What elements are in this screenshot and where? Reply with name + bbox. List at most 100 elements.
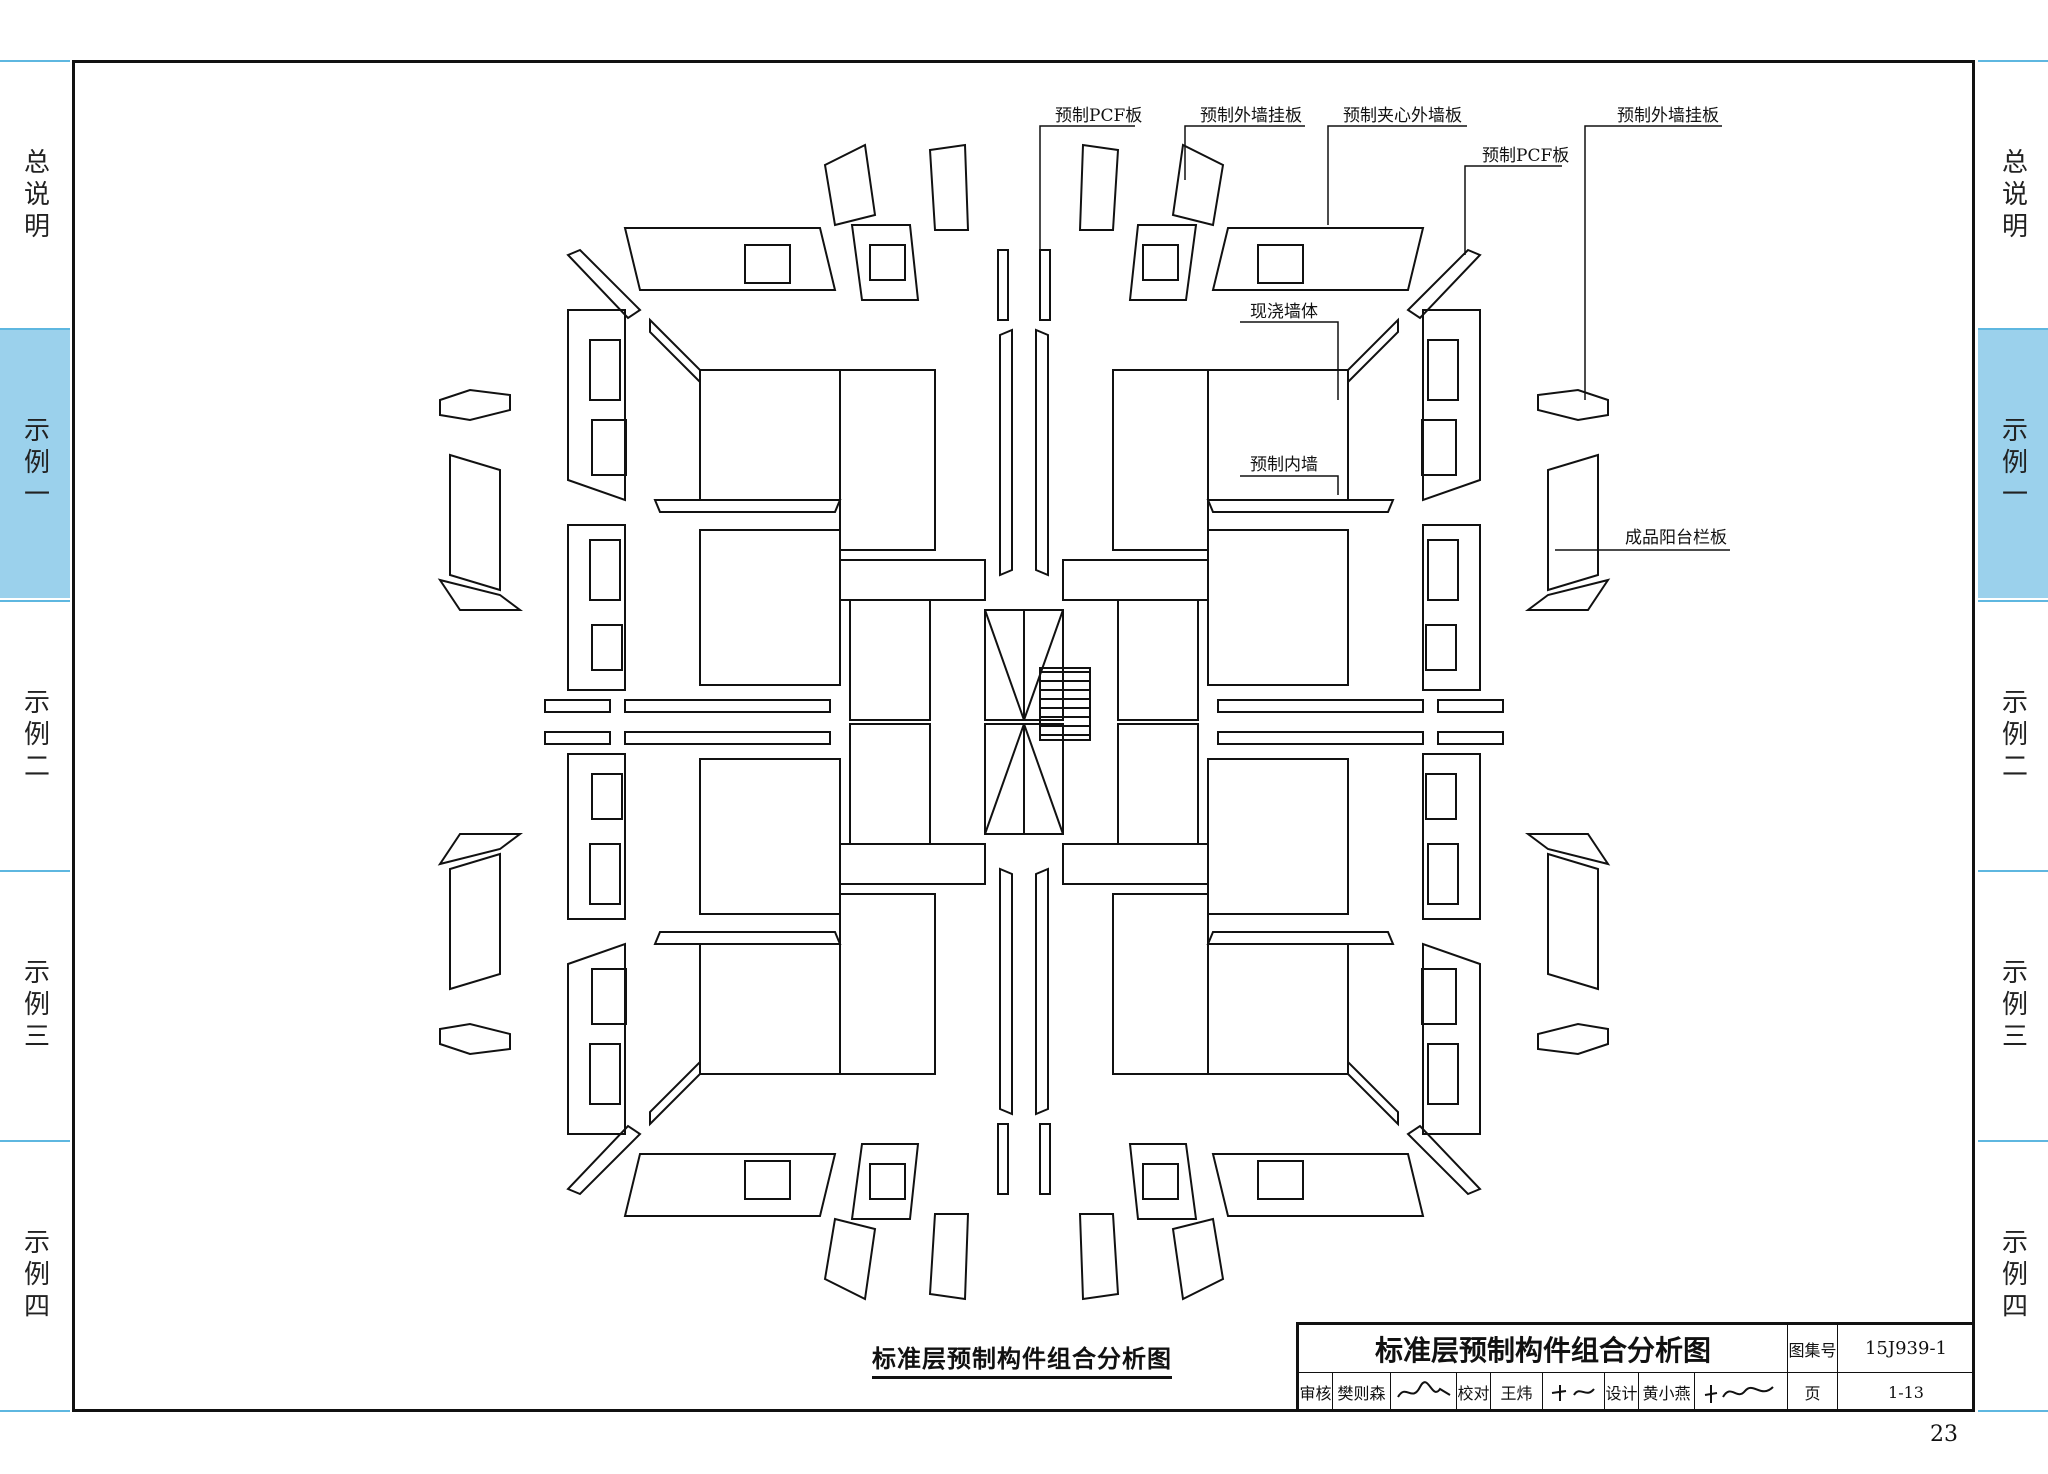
sandwich-wall-panel: [1211, 1153, 1425, 1217]
pcf-strip: [999, 867, 1013, 1116]
pcf-strip: [1217, 731, 1424, 745]
design-label: 设计: [1605, 1373, 1639, 1412]
pcf-strip: [997, 249, 1009, 321]
callout-cast-wall: 现浇墙体: [1250, 302, 1318, 322]
signature-mark: [1396, 1381, 1451, 1398]
elevator-cross: [984, 723, 1025, 835]
callout-pcf-top-left: 预制PCF板: [1055, 106, 1142, 126]
side-tab-1[interactable]: 总说明: [1978, 62, 2048, 330]
pcf-strip: [999, 328, 1013, 577]
pcf-strip: [1039, 1123, 1051, 1195]
side-tab-4[interactable]: 示例三: [0, 872, 70, 1140]
page-value: 1-13: [1838, 1373, 1975, 1412]
side-tab-5[interactable]: 示例四: [1978, 1142, 2048, 1410]
leader-ext-hang-left: [1184, 125, 1305, 180]
pcf-panel: [928, 1213, 970, 1301]
elevator-core: [1023, 723, 1064, 835]
balcony-rail: [439, 388, 511, 422]
title-block-title: 标准层预制构件组合分析图: [1299, 1325, 1788, 1373]
floor-plan-drawing: [437, 143, 1611, 1301]
elevator-cross: [984, 609, 1025, 721]
room-box: [1207, 758, 1349, 915]
exterior-wall-panel: [567, 524, 626, 691]
balcony-rail: [1547, 453, 1599, 592]
window: [1427, 1043, 1459, 1105]
room-box: [699, 369, 841, 501]
exterior-wall-panel: [567, 753, 626, 920]
side-tab-5[interactable]: 示例四: [0, 1142, 70, 1410]
room-box: [1207, 369, 1349, 501]
pcf-strip: [997, 1123, 1009, 1195]
side-tab-divider: [0, 328, 70, 330]
window: [1427, 843, 1459, 905]
leader-pcf-top-right: [1464, 165, 1562, 255]
exterior-hang-panel: [1128, 1143, 1198, 1220]
balcony-rail: [1525, 578, 1611, 611]
window: [1427, 539, 1459, 601]
balcony-rail: [439, 1022, 511, 1056]
leader-inner-wall: [1240, 475, 1339, 495]
balcony-rail: [449, 852, 501, 991]
window: [589, 843, 621, 905]
window: [1142, 244, 1179, 281]
leader-cast-wall: [1240, 321, 1339, 400]
floor-slab: [653, 931, 842, 945]
window: [869, 244, 906, 281]
side-tab-3[interactable]: 示例二: [1978, 602, 2048, 870]
page-label: 页: [1788, 1373, 1838, 1412]
side-tab-divider: [0, 600, 70, 602]
review-signature: [1391, 1373, 1457, 1412]
window: [1425, 624, 1457, 671]
signature-mark: [1551, 1385, 1595, 1401]
room-box: [849, 723, 931, 845]
leader-ext-hang-right: [1584, 125, 1722, 400]
pcf-panel: [823, 143, 877, 227]
callout-ext-hang-right: 预制外墙挂板: [1617, 106, 1719, 126]
balcony-rail: [437, 578, 523, 611]
side-tab-divider: [1978, 600, 2048, 602]
sandwich-wall-panel: [623, 227, 837, 291]
corridor: [839, 559, 986, 601]
side-tab-label: 示例四: [1997, 1228, 2028, 1324]
window: [591, 773, 623, 820]
side-tab-1[interactable]: 总说明: [0, 62, 70, 330]
pcf-strip: [1039, 249, 1051, 321]
sandwich-wall-panel: [623, 1153, 837, 1217]
pcf-panel: [1078, 143, 1120, 231]
pcf-panel: [566, 1124, 642, 1196]
room-box: [1207, 943, 1349, 1075]
design-signature: [1695, 1373, 1788, 1412]
corridor: [839, 843, 986, 885]
side-tab-divider: [0, 870, 70, 872]
side-tab-2[interactable]: 示例一: [0, 330, 70, 598]
balcony-rail: [437, 833, 523, 866]
atlas-number: 15J939-1: [1838, 1325, 1975, 1373]
balcony-rail: [1537, 388, 1609, 422]
pcf-panel: [928, 143, 970, 231]
window: [1427, 339, 1459, 401]
pcf-panel: [1171, 143, 1225, 227]
exterior-wall-panel: [1422, 309, 1481, 502]
side-tab-label: 总说明: [1997, 148, 2028, 244]
side-tab-label: 示例二: [1997, 688, 2028, 784]
pcf-strip: [624, 699, 831, 713]
side-tab-2[interactable]: 示例一: [1978, 330, 2048, 598]
room-box: [839, 893, 936, 1075]
side-tab-3[interactable]: 示例二: [0, 602, 70, 870]
window: [1257, 1160, 1304, 1200]
window: [1421, 968, 1457, 1025]
pcf-panel: [1406, 248, 1482, 320]
side-tab-4[interactable]: 示例三: [1978, 872, 2048, 1140]
signature-mark: [1704, 1385, 1774, 1403]
exterior-wall-panel: [567, 942, 626, 1135]
cast-wall: [1347, 317, 1399, 385]
window: [1425, 773, 1457, 820]
callout-pcf-top-right: 预制PCF板: [1482, 146, 1569, 166]
side-tab-label: 总说明: [19, 148, 50, 244]
side-tab-divider: [0, 1410, 70, 1412]
side-tab-divider: [1978, 328, 2048, 330]
side-tab-divider: [1978, 1410, 2048, 1412]
window: [589, 539, 621, 601]
exterior-wall-panel: [1422, 524, 1481, 691]
